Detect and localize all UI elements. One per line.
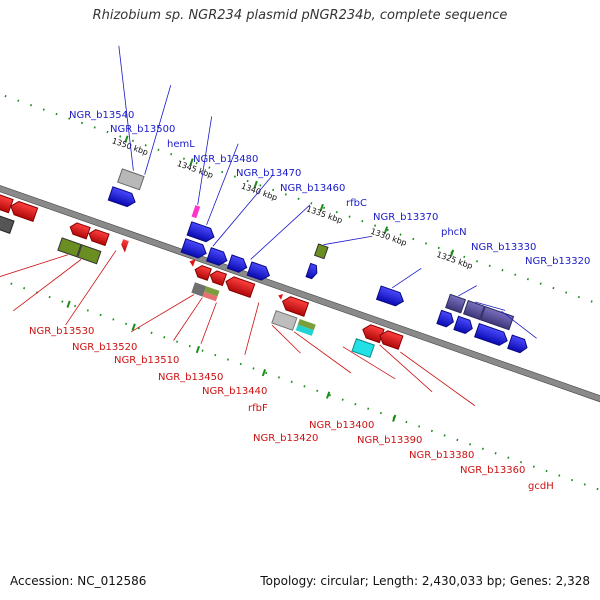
gene-arrow[interactable] bbox=[226, 254, 249, 274]
gene-labels-bottom: NGR_b13530 NGR_b13520 NGR_b13510 NGR_b13… bbox=[29, 326, 554, 492]
gene-box[interactable] bbox=[271, 310, 298, 331]
gene-arrow[interactable] bbox=[206, 247, 230, 267]
tick-label: 1340 kbp bbox=[240, 181, 279, 202]
gene-label[interactable]: NGR_b13500 bbox=[110, 124, 175, 135]
gene-arrow[interactable] bbox=[305, 262, 319, 280]
gene-arrow[interactable] bbox=[107, 186, 137, 209]
gene-arrow[interactable] bbox=[246, 261, 271, 282]
topology-summary: Topology: circular; Length: 2,430,033 bp… bbox=[260, 574, 590, 588]
gene-arrow[interactable] bbox=[436, 309, 456, 328]
gene-arrow[interactable] bbox=[188, 258, 196, 267]
gene-arrow[interactable] bbox=[280, 295, 310, 317]
gene-arrow[interactable] bbox=[193, 264, 212, 281]
gene-arrow[interactable] bbox=[360, 323, 385, 344]
gene-box[interactable] bbox=[191, 282, 207, 297]
gene-label[interactable]: NGR_b13440 bbox=[202, 386, 267, 397]
gene-box[interactable] bbox=[295, 324, 314, 336]
major-ticks bbox=[66, 135, 455, 422]
gene-label[interactable]: NGR_b13400 bbox=[309, 420, 374, 431]
gene-box[interactable] bbox=[351, 338, 375, 358]
gene-arrow[interactable] bbox=[224, 275, 256, 298]
gene-arrow[interactable] bbox=[277, 293, 284, 300]
forward-strand-genes bbox=[107, 168, 530, 354]
gene-label[interactable]: NGR_b13530 bbox=[29, 326, 94, 337]
gene-arrow[interactable] bbox=[119, 239, 129, 253]
gene-box[interactable] bbox=[202, 291, 218, 302]
gene-box[interactable] bbox=[0, 213, 15, 234]
gene-box[interactable] bbox=[77, 244, 102, 265]
gene-label[interactable]: hemL bbox=[167, 139, 195, 150]
gene-arrow[interactable] bbox=[8, 200, 39, 222]
gene-label[interactable]: NGR_b13360 bbox=[460, 465, 525, 476]
label-leaders-bottom bbox=[0, 250, 476, 407]
gene-label[interactable]: NGR_b13390 bbox=[357, 435, 422, 446]
gene-label[interactable]: NGR_b13460 bbox=[280, 183, 345, 194]
gene-arrow[interactable] bbox=[68, 221, 91, 240]
scale-tick-labels: 1350 kbp 1345 kbp 1340 kbp 1335 kbp 1330… bbox=[111, 136, 474, 271]
gene-box[interactable] bbox=[462, 300, 485, 321]
tick-label: 1325 kbp bbox=[435, 250, 474, 271]
gene-label[interactable]: NGR_b13510 bbox=[114, 355, 179, 366]
gene-label[interactable]: rfbF bbox=[248, 403, 268, 414]
gene-label[interactable]: NGR_b13330 bbox=[471, 242, 536, 253]
gene-arrow[interactable] bbox=[375, 285, 406, 308]
gene-label[interactable]: gcdH bbox=[528, 481, 554, 492]
gene-arrow[interactable] bbox=[180, 238, 208, 260]
gene-arrow[interactable] bbox=[377, 329, 404, 350]
gene-box[interactable] bbox=[204, 286, 220, 297]
gene-box[interactable] bbox=[313, 243, 329, 260]
gene-arrow[interactable] bbox=[507, 334, 530, 354]
gene-label[interactable]: phcN bbox=[441, 227, 467, 238]
gene-label[interactable]: NGR_b13540 bbox=[69, 110, 134, 121]
gene-box[interactable] bbox=[479, 305, 515, 331]
sequence-backbone bbox=[0, 158, 600, 430]
gene-box[interactable] bbox=[117, 168, 145, 191]
gene-arrow[interactable] bbox=[0, 192, 14, 214]
gene-arrow[interactable] bbox=[87, 228, 110, 247]
gene-label[interactable]: NGR_b13520 bbox=[72, 342, 137, 353]
page-title: Rhizobium sp. NGR234 plasmid pNGR234b, c… bbox=[92, 8, 508, 23]
label-leaders-top bbox=[118, 45, 537, 339]
gene-label[interactable]: NGR_b13420 bbox=[253, 433, 318, 444]
gene-label[interactable]: NGR_b13380 bbox=[409, 450, 474, 461]
gene-arrow[interactable] bbox=[474, 322, 510, 348]
gene-box[interactable] bbox=[57, 237, 82, 258]
gene-box[interactable] bbox=[445, 293, 467, 314]
reverse-strand-genes bbox=[0, 192, 404, 358]
gene-label[interactable]: rfbC bbox=[346, 198, 367, 209]
gene-box[interactable] bbox=[297, 318, 316, 331]
gene-labels-top: NGR_b13540 NGR_b13500 hemL NGR_b13480 NG… bbox=[69, 110, 590, 267]
gene-arrow[interactable] bbox=[208, 269, 228, 287]
gene-arrow[interactable] bbox=[453, 315, 475, 335]
gene-label[interactable]: NGR_b13450 bbox=[158, 372, 223, 383]
gene-arrow[interactable] bbox=[186, 221, 216, 244]
gene-label[interactable]: NGR_b13480 bbox=[193, 154, 258, 165]
gene-label[interactable]: NGR_b13320 bbox=[525, 256, 590, 267]
gene-label[interactable]: NGR_b13370 bbox=[373, 212, 438, 223]
gene-box[interactable] bbox=[191, 205, 201, 219]
gene-label[interactable]: NGR_b13470 bbox=[236, 168, 301, 179]
accession-text: Accession: NC_012586 bbox=[10, 574, 147, 588]
